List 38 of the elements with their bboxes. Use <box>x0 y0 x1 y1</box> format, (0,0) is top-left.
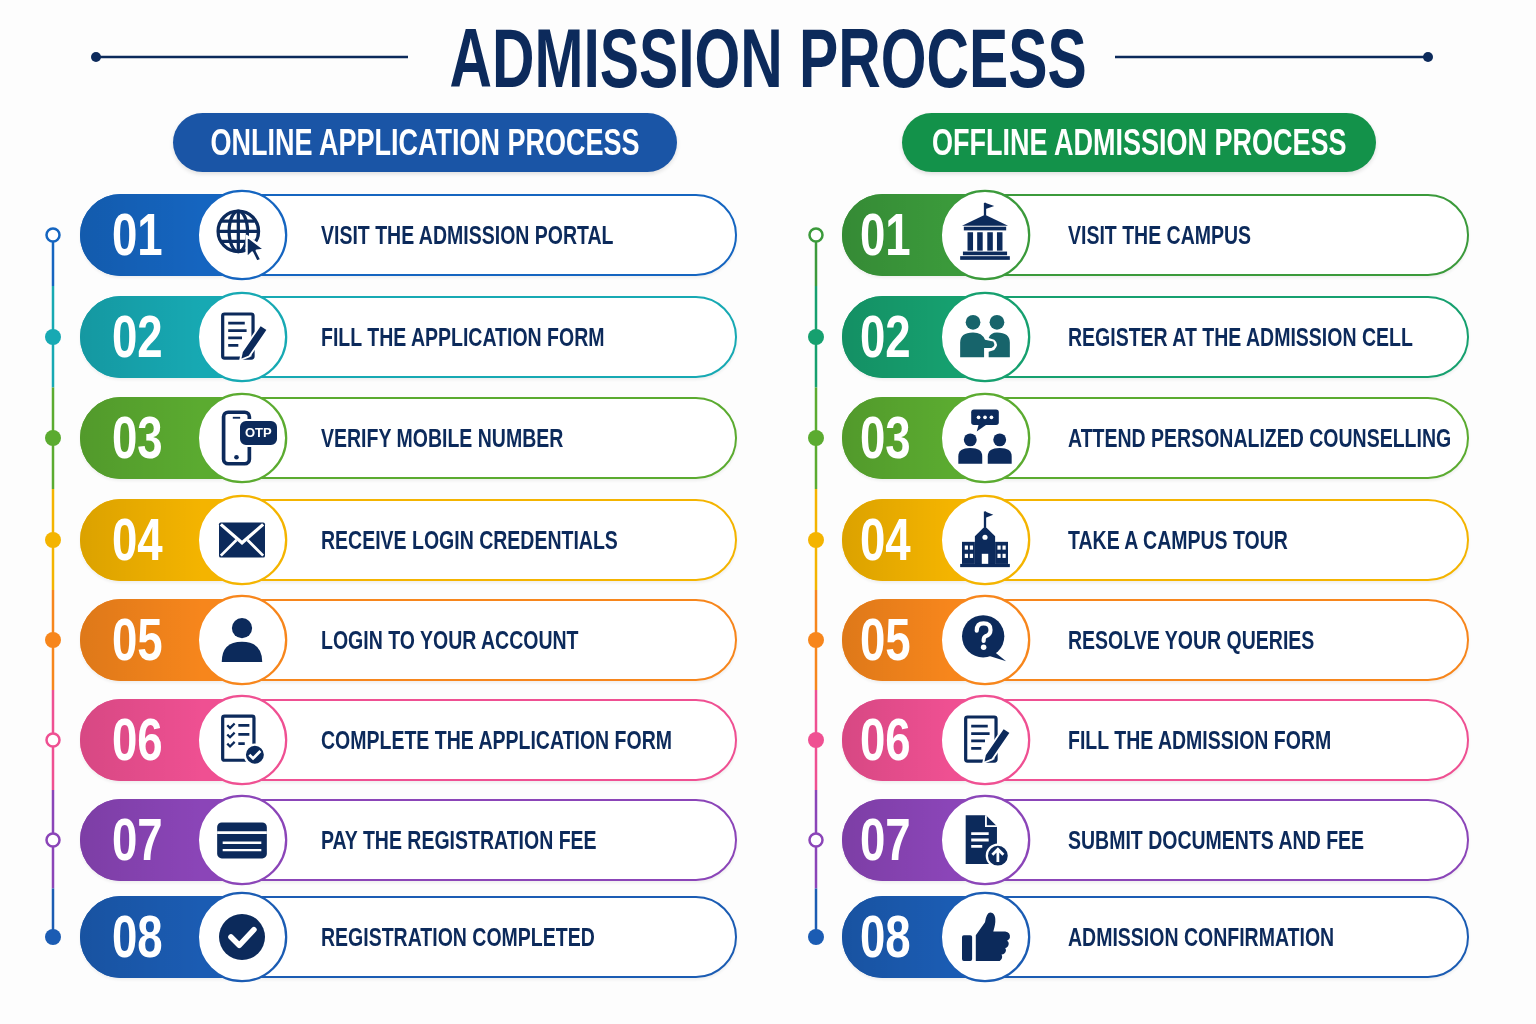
speech-bubble: OTP <box>238 419 279 447</box>
section-banner <box>902 113 1376 172</box>
step-number: 01 <box>111 203 163 267</box>
step-number: 02 <box>859 305 911 369</box>
step-number: 03 <box>859 406 911 470</box>
page-title: ADMISSION PROCESS <box>449 12 1087 104</box>
step-number: 06 <box>111 708 163 772</box>
step-label: PAY THE REGISTRATION FEE <box>321 825 597 855</box>
step-label: ADMISSION CONFIRMATION <box>1068 922 1335 952</box>
step-label: VERIFY MOBILE NUMBER <box>321 423 564 453</box>
step-number: 02 <box>111 305 163 369</box>
step-number: 04 <box>859 508 911 572</box>
section-heading: OFFLINE ADMISSION PROCESS <box>931 122 1347 163</box>
step-label: RESOLVE YOUR QUERIES <box>1068 625 1315 655</box>
section-banner <box>173 113 677 172</box>
step-label: TAKE A CAMPUS TOUR <box>1068 525 1288 555</box>
step-label: REGISTER AT THE ADMISSION CELL <box>1068 322 1413 352</box>
step-number: 04 <box>111 508 163 572</box>
step-label: REGISTRATION COMPLETED <box>321 922 595 952</box>
step-number: 08 <box>859 905 911 969</box>
step-label: COMPLETE THE APPLICATION FORM <box>321 725 672 755</box>
section-heading: ONLINE APPLICATION PROCESS <box>210 122 640 163</box>
step-number: 07 <box>111 808 163 872</box>
step-label: ATTEND PERSONALIZED COUNSELLING <box>1068 423 1452 453</box>
step-number: 05 <box>111 608 163 672</box>
step-number: 01 <box>859 203 911 267</box>
step-label: VISIT THE ADMISSION PORTAL <box>321 220 614 250</box>
step-number: 06 <box>859 708 911 772</box>
step-number: 07 <box>859 808 911 872</box>
step-label: LOGIN TO YOUR ACCOUNT <box>321 625 579 655</box>
step-label: RECEIVE LOGIN CREDENTIALS <box>321 525 618 555</box>
step-label: VISIT THE CAMPUS <box>1068 220 1252 250</box>
step-number: 08 <box>111 905 163 969</box>
step-label: FILL THE ADMISSION FORM <box>1068 725 1332 755</box>
step-number: 05 <box>859 608 911 672</box>
step-label: FILL THE APPLICATION FORM <box>321 322 605 352</box>
step-label: SUBMIT DOCUMENTS AND FEE <box>1068 825 1365 855</box>
step-number: 03 <box>111 406 163 470</box>
